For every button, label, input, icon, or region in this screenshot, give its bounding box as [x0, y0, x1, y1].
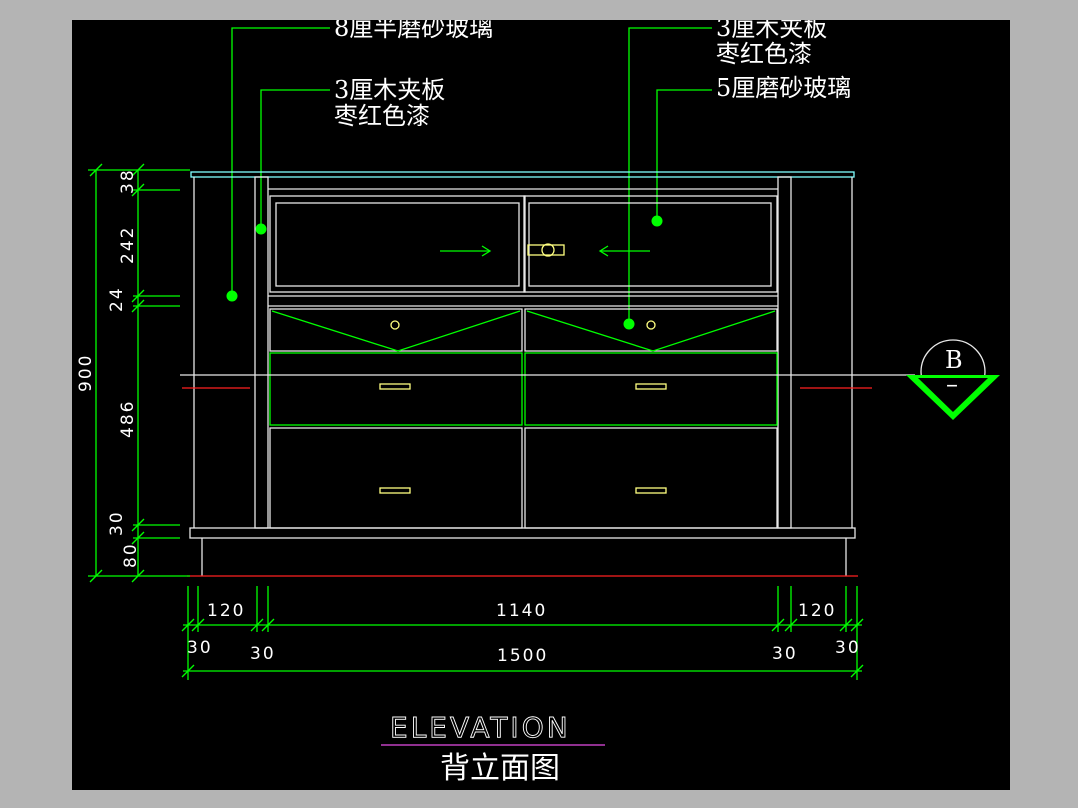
- right-post: [777, 176, 792, 529]
- drawer-bottom-right: [524, 427, 778, 529]
- callout-plywood-left-1: 3厘木夹板: [334, 76, 445, 104]
- section-marker: B –: [906, 339, 1000, 420]
- drawer-top-left: [269, 308, 523, 352]
- handle-bottom-left: [379, 487, 411, 494]
- dim-v-total: 900: [76, 354, 96, 392]
- dim-v-shelf: 24: [107, 286, 127, 312]
- leader-dot-1: [226, 290, 238, 302]
- glass-door-left: [269, 195, 526, 293]
- leader-glass-5: [656, 89, 712, 221]
- drawer-open-mark-left: [271, 310, 521, 352]
- vertical-dimensions: 900 38 242 24 486 30 80: [76, 163, 190, 583]
- drawer-bottom-left: [269, 427, 523, 529]
- handle-mid-right: [635, 383, 667, 390]
- callout-glass-5: 5厘磨砂玻璃: [716, 74, 851, 102]
- dim-h-side-right: 120: [798, 601, 836, 621]
- glass-lock: [527, 244, 565, 256]
- drawer-lock-right: [646, 320, 656, 330]
- dim-h-post-right: 30: [772, 644, 798, 664]
- callout-plywood-left-2: 枣红色漆: [334, 102, 430, 130]
- leader-glass-8: [231, 27, 330, 296]
- section-marker-sub: –: [946, 370, 958, 398]
- section-marker-letter: B: [945, 346, 963, 374]
- dim-v-glass: 242: [118, 226, 138, 264]
- leader-plywood-right: [628, 27, 712, 324]
- handle-mid-left: [379, 383, 411, 390]
- cabinet-top: [190, 171, 855, 178]
- dim-v-plinth-top: 30: [107, 510, 127, 536]
- dim-h-edge-left: 30: [187, 638, 213, 658]
- glass-pane-right: [528, 202, 772, 287]
- drawing-canvas[interactable]: 8厘半磨砂玻璃 3厘木夹板 枣红色漆 3厘木夹板 枣红色漆 5厘磨砂玻璃: [72, 20, 1010, 790]
- dim-h-edge-right: 30: [835, 638, 861, 658]
- handle-bottom-right: [635, 487, 667, 494]
- lock-knob: [541, 243, 555, 257]
- callout-plywood-right-1: 3厘木夹板: [716, 20, 827, 42]
- glass-pane-left: [275, 202, 520, 287]
- dim-h-side-left: 120: [207, 601, 245, 621]
- dim-v-plinth: 80: [121, 542, 141, 568]
- dim-v-drawers: 486: [118, 400, 138, 438]
- leader-dot-4: [651, 215, 663, 227]
- cabinet: [180, 171, 915, 577]
- leader-plywood-left: [260, 89, 330, 229]
- dim-v-top-band: 38: [118, 168, 138, 194]
- callout-glass-8: 8厘半磨砂玻璃: [334, 20, 493, 42]
- drawer-mid-right: [524, 352, 778, 426]
- leader-lines: [226, 27, 712, 330]
- drawer-top-right: [524, 308, 778, 352]
- leader-dot-3: [623, 318, 635, 330]
- title-elevation: ELEVATION: [390, 711, 571, 744]
- base-slab: [189, 527, 856, 539]
- leader-dot-2: [255, 223, 267, 235]
- horizontal-dimensions: 120 1140 120 30 30 30 30 1500: [181, 586, 864, 680]
- dim-h-post-left: 30: [250, 644, 276, 664]
- drawer-open-mark-right: [526, 310, 776, 352]
- glass-door-right: [523, 195, 778, 293]
- drawer-lock-left: [390, 320, 400, 330]
- title-back-elevation: 背立面图: [440, 751, 560, 786]
- elevation-drawing: 8厘半磨砂玻璃 3厘木夹板 枣红色漆 3厘木夹板 枣红色漆 5厘磨砂玻璃: [76, 20, 1000, 786]
- dim-h-total: 1500: [497, 646, 548, 666]
- dim-h-center: 1140: [496, 601, 547, 621]
- drawer-mid-left: [269, 352, 523, 426]
- callout-plywood-right-2: 枣红色漆: [716, 40, 812, 68]
